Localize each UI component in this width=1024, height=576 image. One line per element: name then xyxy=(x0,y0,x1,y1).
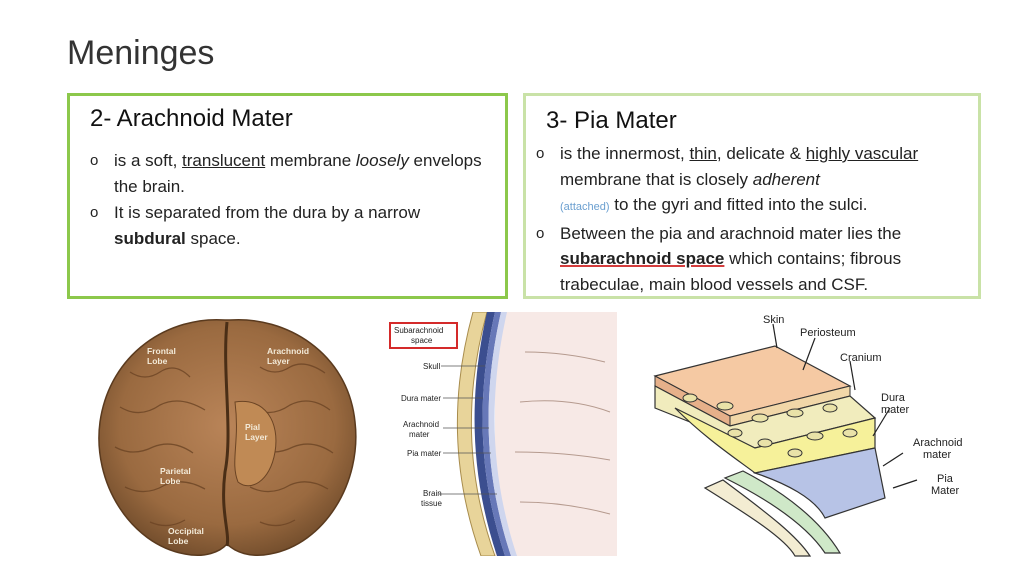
meninges-layers-diagram: Skin Periosteum Cranium Dura mater Arach… xyxy=(645,308,975,558)
brain-illustration: Frontal Lobe Arachnoid Layer Pial Layer … xyxy=(90,312,365,562)
pia-mater-box: 3- Pia Mater o is the innermost, thin, d… xyxy=(523,93,981,299)
list-item: o It is separated from the dura by a nar… xyxy=(90,200,490,252)
pia-heading: 3- Pia Mater xyxy=(546,107,677,134)
underlined-term: thin xyxy=(689,144,717,163)
bold-term: subarachnoid space xyxy=(560,249,725,268)
text-span: membrane xyxy=(265,151,356,170)
bullet-marker: o xyxy=(536,145,545,162)
occipital-lobe-label: Occipital xyxy=(168,526,204,536)
brain-tissue-label: Brain xyxy=(423,489,442,498)
bullet-marker: o xyxy=(90,152,99,169)
pia-label: Pia mater xyxy=(407,449,442,458)
text-span: which contains; fibrous trabeculae, main… xyxy=(560,249,902,294)
underlined-term: translucent xyxy=(182,151,266,170)
text-span: , delicate & xyxy=(716,144,806,163)
frontal-lobe-label: Lobe xyxy=(147,356,168,366)
longitudinal-fissure xyxy=(222,321,230,547)
dura-label: Dura mater xyxy=(401,394,441,403)
arachnoid-label: Arachnoid xyxy=(403,420,439,429)
list-item: o is a soft, translucent membrane loosel… xyxy=(90,148,490,200)
dura-label: Dura xyxy=(881,392,906,404)
brain-tissue-label: tissue xyxy=(421,499,442,508)
slide-title: Meninges xyxy=(67,34,215,72)
skull-label: Skull xyxy=(423,362,441,371)
bullet-marker: o xyxy=(536,224,545,242)
subarachnoid-label: space xyxy=(411,336,433,345)
pia-bullet-list: o is the innermost, thin, delicate & hig… xyxy=(536,141,956,297)
pia-label: Pia xyxy=(937,473,954,485)
list-item: o is the innermost, thin, delicate & hig… xyxy=(536,141,956,221)
arachnoid-label: Arachnoid xyxy=(913,437,963,449)
arachnoid-label: mater xyxy=(923,449,951,461)
occipital-lobe-label: Lobe xyxy=(168,536,189,546)
text-span: space. xyxy=(185,229,241,248)
arachnoid-layer-label: Layer xyxy=(267,356,290,366)
list-item: o Between the pia and arachnoid mater li… xyxy=(536,221,956,298)
dura-label: mater xyxy=(881,404,909,416)
dura-layer xyxy=(752,447,886,519)
text-span: is a soft, xyxy=(114,151,183,170)
pial-layer-label: Pial xyxy=(245,422,260,432)
underlined-term: highly vascular xyxy=(805,144,919,163)
text-span: membrane that is closely xyxy=(560,169,753,189)
italic-term: loosely xyxy=(355,151,409,170)
arachnoid-layer xyxy=(723,470,842,554)
pial-layer-label: Layer xyxy=(245,432,268,442)
attached-note: (attached) xyxy=(560,201,610,213)
pia-layer xyxy=(488,312,517,556)
arachnoid-mater-box: 2- Arachnoid Mater o is a soft, transluc… xyxy=(67,93,508,299)
dura-layer xyxy=(474,312,505,556)
periosteum-label: Periosteum xyxy=(800,327,856,339)
skin-label: Skin xyxy=(763,314,784,326)
arachnoid-layer xyxy=(482,312,511,556)
arachnoid-label: mater xyxy=(409,430,430,439)
italic-term: adherent xyxy=(752,169,820,189)
subarachnoid-label: Subarachnoid xyxy=(394,326,443,335)
text-span: to the gyri and fitted into the sulci. xyxy=(609,195,868,214)
parietal-lobe-label: Lobe xyxy=(160,476,181,486)
text-span: envelops the brain. xyxy=(114,151,482,196)
meninges-cross-section: Subarachnoid space Skull Dura mater Arac… xyxy=(385,311,617,557)
arachnoid-bullet-list: o is a soft, translucent membrane loosel… xyxy=(90,148,490,252)
parietal-lobe-label: Parietal xyxy=(160,466,191,476)
text-span: It is separated from the dura by a narro… xyxy=(114,203,421,222)
arachnoid-heading: 2- Arachnoid Mater xyxy=(90,105,293,132)
bold-term: subdural xyxy=(114,229,186,248)
text-span: Between the pia and arachnoid mater lies… xyxy=(560,223,902,243)
frontal-lobe-label: Frontal xyxy=(147,346,176,356)
bullet-marker: o xyxy=(90,204,99,221)
arachnoid-layer-label: Arachnoid xyxy=(267,346,309,356)
cranium-label: Cranium xyxy=(840,352,882,364)
pia-label: Mater xyxy=(931,485,959,497)
text-span: is the innermost, xyxy=(560,144,690,163)
pia-layer xyxy=(703,479,812,557)
subarachnoid-highlight xyxy=(389,322,458,349)
